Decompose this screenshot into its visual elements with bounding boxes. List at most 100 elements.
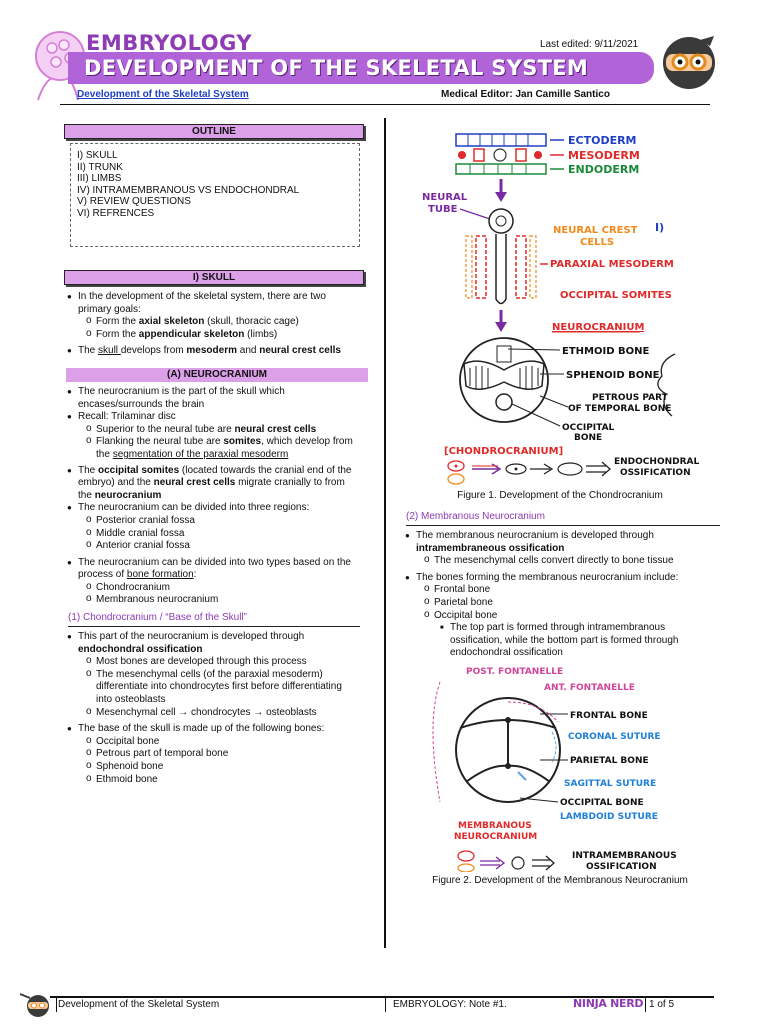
chondrocranium-list: This part of the neurocranium is develop… <box>62 631 360 786</box>
brand-logo: NINJA NERD <box>573 997 644 1010</box>
list-item: Posterior cranial fossa <box>78 514 360 528</box>
list-item: Petrous part of temporal bone <box>78 747 360 761</box>
list-item: This part of the neurocranium is develop… <box>62 631 360 719</box>
lambdoid-suture-label: LAMBDOID SUTURE <box>560 812 658 822</box>
parietal-bone-label: PARIETAL BONE <box>570 756 649 766</box>
ninja-mascot-icon <box>663 36 715 89</box>
sagittal-suture-label: SAGITTAL SUTURE <box>564 779 656 789</box>
list-item: Parietal bone <box>416 596 720 610</box>
left-column: OUTLINE I) SKULL II) TRUNK III) LIMBS IV… <box>62 124 368 786</box>
figure2-caption: Figure 2. Development of the Membranous … <box>432 874 688 886</box>
petrous-label: OF TEMPORAL BONE <box>568 404 671 414</box>
petrous-label: PETROUS PART <box>592 393 669 403</box>
outline-item[interactable]: II) TRUNK <box>77 161 123 173</box>
list-item: In the development of the skeletal syste… <box>62 291 360 341</box>
skull-list: In the development of the skeletal syste… <box>62 291 360 358</box>
medical-editor: Medical Editor: Jan Camille Santico <box>441 89 610 100</box>
ant-fontanelle-label: ANT. FONTANELLE <box>544 683 635 693</box>
last-edited: Last edited: 9/11/2021 <box>540 39 639 50</box>
intramembranous-label: INTRAMEMBRANOUS <box>572 851 677 861</box>
neurocranium-list: The neurocranium is the part of the skul… <box>62 386 360 607</box>
chondrocranium-heading: (1) Chondrocranium / “Base of the Skull” <box>68 611 360 628</box>
intramembranous-sequence-diagram <box>457 850 555 872</box>
list-item: The neurocranium can be divided into two… <box>62 557 360 607</box>
title-banner <box>68 52 654 84</box>
list-item: Chondrocranium <box>78 581 360 595</box>
neural-crest-label: NEURAL CREST <box>553 225 638 236</box>
coronal-suture-label: CORONAL SUTURE <box>568 732 661 742</box>
mesoderm-label: MESODERM <box>568 149 640 162</box>
outline-box: I) SKULL II) TRUNK III) LIMBS IV) INTRAM… <box>70 143 360 247</box>
list-item: The mesenchymal cells (of the paraxial m… <box>78 668 360 707</box>
footer-note: EMBRYOLOGY: Note #1. <box>393 999 507 1010</box>
list-item: Middle cranial fossa <box>78 527 360 541</box>
page-number: 1 of 5 <box>649 999 675 1010</box>
occipital-bone-label: OCCIPITAL <box>562 423 615 433</box>
figure1-illustration: ECTODERM MESODERM ENDODERM NEURAL TUBE N… <box>422 133 699 485</box>
neurocranium-label: NEUROCRANIUM <box>552 322 645 333</box>
skull-heading: I) SKULL <box>64 270 364 285</box>
ectoderm-label: ECTODERM <box>568 134 637 147</box>
neural-tube-label: TUBE <box>428 204 458 215</box>
list-item: The mesenchymal cells convert directly t… <box>416 554 720 568</box>
post-fontanelle-label: POST. FONTANELLE <box>466 667 563 677</box>
paraxial-mesoderm-label: PARAXIAL MESODERM <box>550 259 674 270</box>
page-title: DEVELOPMENT OF THE SKELETAL SYSTEM <box>84 56 589 80</box>
ethmoid-label: ETHMOID BONE <box>562 346 649 357</box>
outline-item[interactable]: VI) REFRENCES <box>77 207 155 219</box>
list-item: Ethmoid bone <box>78 773 360 787</box>
neurocranium-heading: (A) NEUROCRANIUM <box>66 367 368 382</box>
list-item: Sphenoid bone <box>78 760 360 774</box>
list-item: Form the axial skeleton (skull, thoracic… <box>78 315 360 329</box>
list-item: Form the appendicular skeleton (limbs) <box>78 328 360 342</box>
endoderm-label: ENDODERM <box>568 163 639 176</box>
topic-link[interactable]: Development of the Skeletal System <box>77 89 249 100</box>
neural-crest-label: CELLS <box>580 237 614 248</box>
membranous-neurocranium-label: MEMBRANOUS <box>458 821 532 831</box>
frontal-bone-label: FRONTAL BONE <box>570 711 648 721</box>
outline-heading: OUTLINE <box>64 124 364 139</box>
intramembranous-label: OSSIFICATION <box>586 862 657 872</box>
list-item: The occipital somites (located towards t… <box>62 465 360 503</box>
list-item: The neurocranium is the part of the skul… <box>62 386 360 411</box>
neural-tube-diagram <box>465 208 537 305</box>
outline-item[interactable]: IV) INTRAMEMBRANOUS VS ENDOCHONDRAL <box>77 184 300 196</box>
list-item: The bones forming the membranous neurocr… <box>400 572 720 660</box>
subject-title: EMBRYOLOGY <box>86 31 253 55</box>
roman-marker: I) <box>655 221 664 234</box>
neural-tube-label: NEURAL <box>422 192 468 203</box>
membranous-list: The membranous neurocranium is developed… <box>400 530 720 660</box>
membranous-heading: (2) Membranous Neurocranium <box>406 510 720 526</box>
ossification-sequence-diagram <box>447 460 611 485</box>
skull-base-diagram <box>459 337 676 423</box>
list-item: Mesenchymal cell → chondrocytes → osteob… <box>78 706 360 720</box>
list-item: Recall: Trilaminar disc Superior to the … <box>62 411 360 461</box>
endochondral-label: ENDOCHONDRAL <box>614 457 699 467</box>
skull-top-diagram <box>455 696 561 803</box>
outline-item[interactable]: I) SKULL <box>77 150 118 161</box>
chondrocranium-label: [CHONDROCRANIUM] <box>444 446 563 457</box>
ninja-footer-icon <box>19 993 49 1017</box>
list-item: Anterior cranial fossa <box>78 539 360 553</box>
list-item: The base of the skull is made up of the … <box>62 723 360 786</box>
occipital-bone-label: BONE <box>574 433 602 443</box>
list-item: Occipital bone The top part is formed th… <box>416 609 720 660</box>
outline-item[interactable]: V) REVIEW QUESTIONS <box>77 196 191 207</box>
endochondral-label: OSSIFICATION <box>620 468 691 478</box>
column-divider <box>384 118 386 948</box>
header-divider <box>60 104 710 105</box>
figure1-caption: Figure 1. Development of the Chondrocran… <box>457 490 663 501</box>
figure2-illustration: POST. FONTANELLE ANT. FONTANELLE FRONTAL… <box>432 667 677 872</box>
sphenoid-label: SPHENOID BONE <box>566 370 660 381</box>
footer-topic: Development of the Skeletal System <box>58 999 220 1010</box>
membranous-neurocranium-label: NEUROCRANIUM <box>454 832 537 842</box>
list-item: The neurocranium can be divided into thr… <box>62 502 360 552</box>
right-column: ECTODERM MESODERM ENDODERM NEURAL TUBE N… <box>400 124 720 887</box>
list-item: Flanking the neural tube are somites, wh… <box>78 435 360 461</box>
list-item: Occipital bone <box>78 735 360 749</box>
list-item: Membranous neurocranium <box>78 594 360 607</box>
list-item: Most bones are developed through this pr… <box>78 655 360 669</box>
list-item: The skull develops from mesoderm and neu… <box>62 345 360 358</box>
outline-item[interactable]: III) LIMBS <box>77 173 122 184</box>
occipital-somites-label: OCCIPITAL SOMITES <box>560 290 672 301</box>
